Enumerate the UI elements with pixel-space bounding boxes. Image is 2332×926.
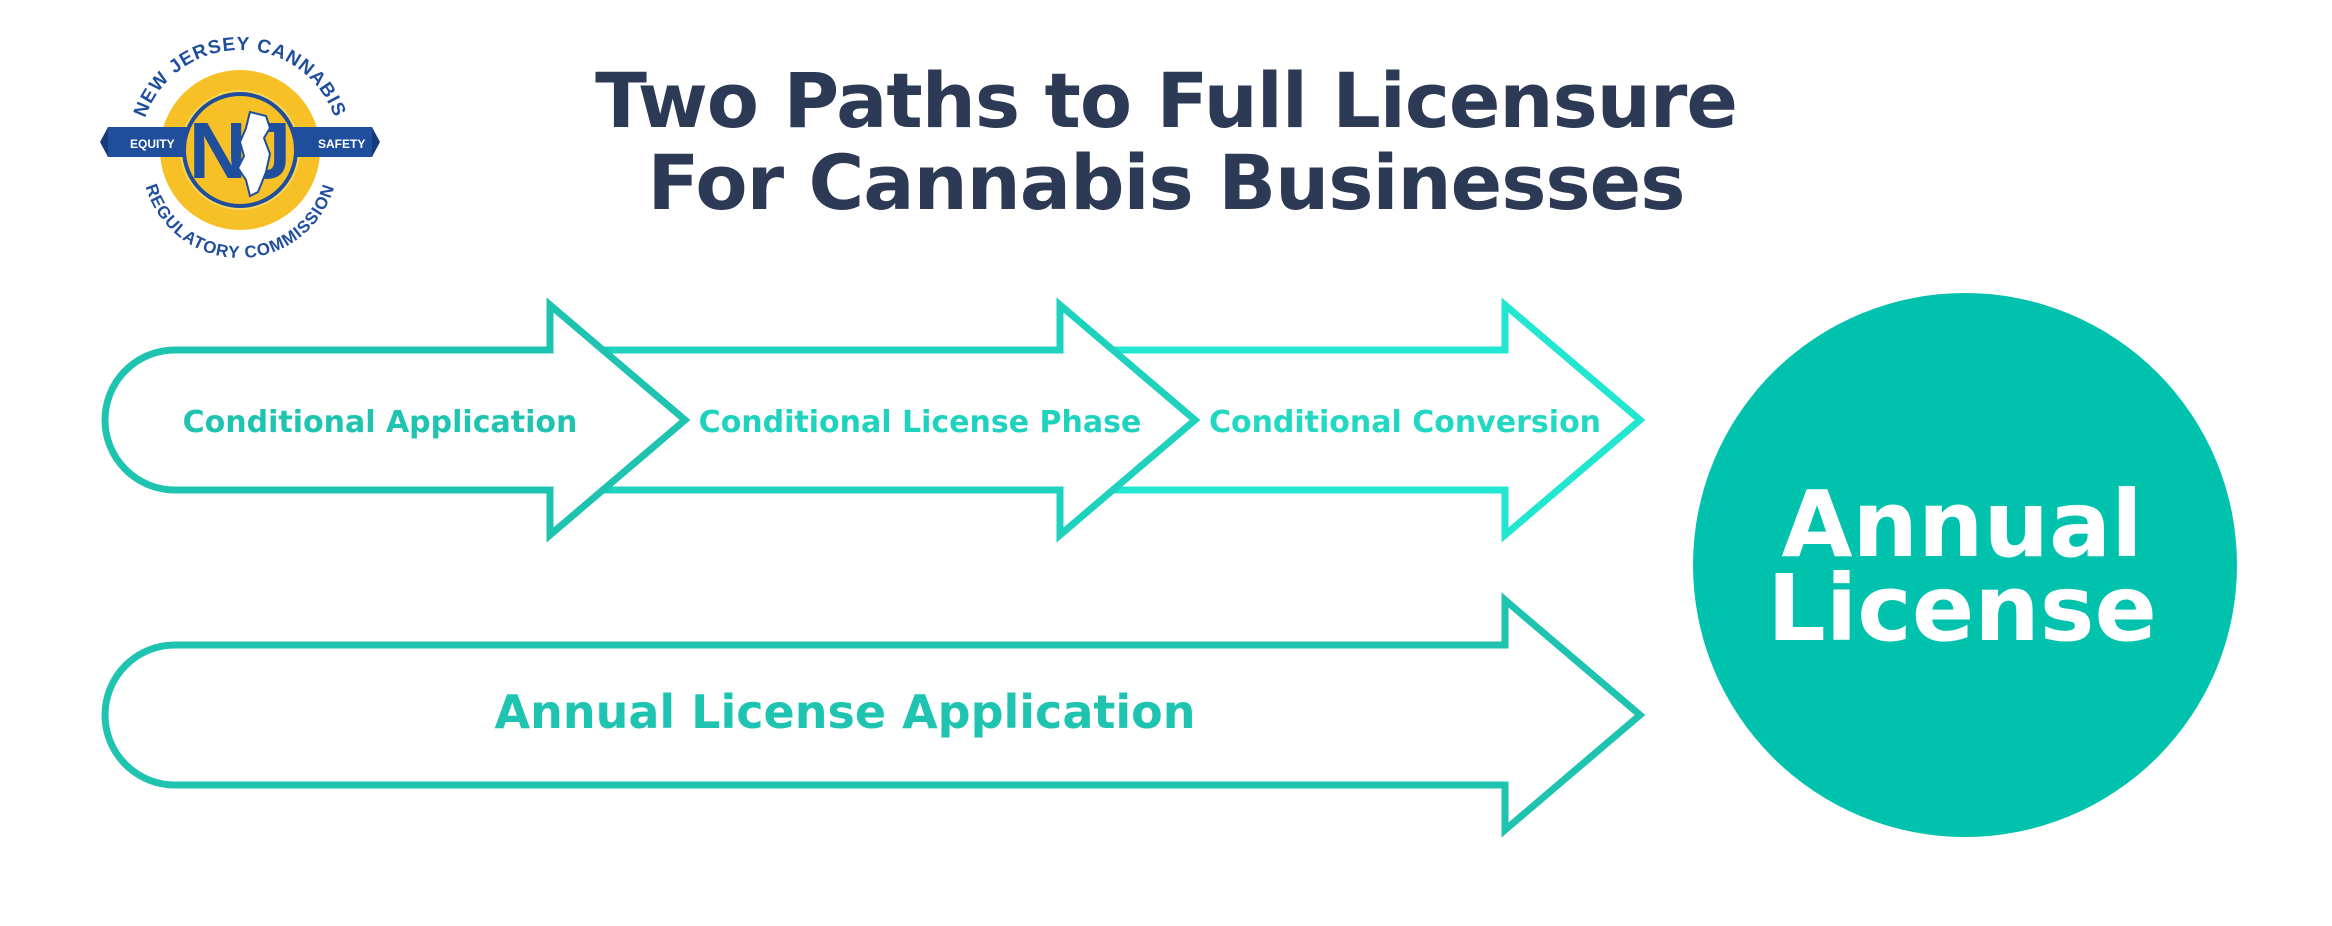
annual-license-circle [1693, 293, 2237, 837]
new-jersey-map-icon [236, 110, 272, 198]
label-conditional-conversion: Conditional Conversion [1209, 405, 1601, 440]
label-annual-license-application: Annual License Application [495, 685, 1196, 739]
annual-license-line-1: Annual [1781, 471, 2142, 578]
page-title-line-1: Two Paths to Full Licensure [595, 56, 1738, 145]
logo-monogram: NJ [189, 106, 291, 195]
annual-license-line-2: License [1767, 555, 2157, 662]
arrow-conditional-application [101, 297, 691, 543]
arrow-conditional-conversion [1100, 297, 1646, 543]
arrow-conditional-license-phase [590, 297, 1201, 543]
page-title-line-2: For Cannabis Businesses [647, 138, 1686, 227]
njcrc-logo: EQUITY SAFETY NJ NEW JERSEY CANNABIS REG… [100, 34, 380, 260]
label-conditional-license-phase: Conditional License Phase [699, 405, 1142, 440]
label-conditional-application: Conditional Application [183, 405, 578, 440]
logo-safety: SAFETY [318, 137, 365, 151]
logo-equity: EQUITY [130, 137, 175, 151]
arrow-annual-license-application [101, 592, 1646, 838]
